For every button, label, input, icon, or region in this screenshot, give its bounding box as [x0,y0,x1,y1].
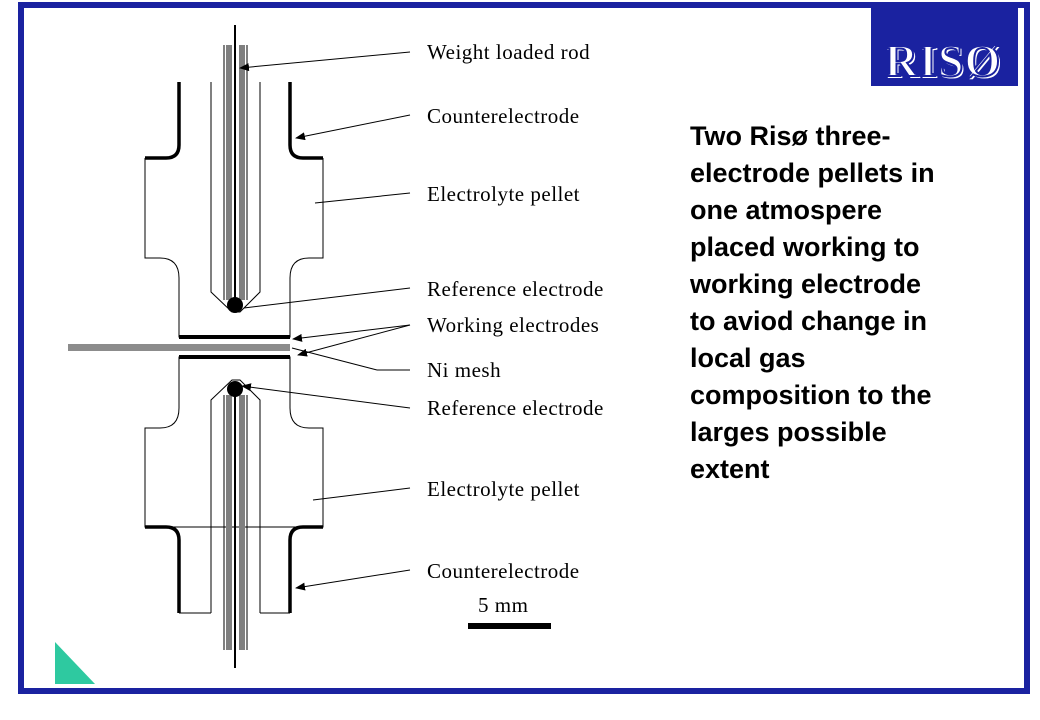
leader-working-electrodes-a [292,324,411,342]
top-counterelectrode-right [288,82,323,160]
leader-electrolyte-pellet-top [314,192,411,204]
label-reference-electrode-bottom: Reference electrode [427,396,604,420]
bottom-counterelectrode-left [145,525,181,613]
label-weight-loaded-rod: Weight loaded rod [427,40,590,64]
bottom-electrolyte-pellet-outline [144,356,324,528]
caption-text: Two Risø three- electrode pellets in one… [690,121,935,484]
leader-counterelectrode-bottom [295,569,411,591]
top-rod-right [239,45,245,300]
bottom-reference-electrode-ball [227,381,243,397]
leader-ni-mesh-b [291,347,378,371]
label-working-electrodes: Working electrodes [427,313,599,337]
riso-logo: RISØ [884,35,1002,86]
leader-weight-loaded-rod [239,51,411,72]
label-ni-mesh: Ni mesh [427,358,501,382]
top-rod-left [226,45,232,300]
bottom-rod-right [239,395,245,650]
leader-electrolyte-pellet-bottom [312,487,411,501]
label-counterelectrode-top: Counterelectrode [427,104,580,128]
ni-mesh [68,344,290,351]
top-counterelectrode-left [145,82,181,160]
bottom-rod-left [226,395,232,650]
top-reference-electrode-ball [227,297,243,313]
leader-reference-electrode-bottom [241,383,411,409]
corner-triangle-mark [55,642,95,684]
leader-reference-electrode-top [243,287,411,309]
bottom-counterelectrode-right [288,525,323,613]
slide-frame [18,2,1030,694]
label-counterelectrode-bottom: Counterelectrode [427,559,580,583]
logo-background [871,8,1018,86]
leader-working-electrodes-b [297,324,411,357]
label-electrolyte-pellet-top: Electrolyte pellet [427,182,580,206]
label-reference-electrode-top: Reference electrode [427,277,604,301]
label-electrolyte-pellet-bottom: Electrolyte pellet [427,477,580,501]
bottom-inner-bore [210,379,261,613]
scale-bar-label: 5 mm [478,593,528,617]
leader-counterelectrode-top [295,114,411,141]
